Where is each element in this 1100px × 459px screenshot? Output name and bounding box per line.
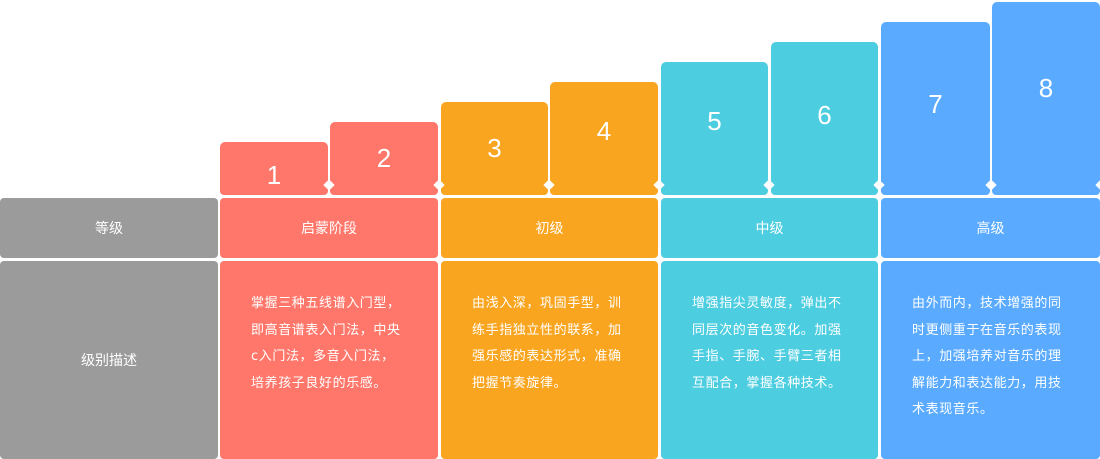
step-number: 3 <box>487 133 502 163</box>
level-label: 等级 <box>0 198 218 258</box>
level-enlightenment: 启蒙阶段 <box>220 198 438 258</box>
desc-line: 由外而内，技术增强的同 <box>912 296 1062 311</box>
desc-advanced: 由外而内，技术增强的同时更侧重于在音乐的表现上，加强培养对音乐的理解能力和表达能… <box>881 261 1100 459</box>
step-number: 5 <box>707 106 722 136</box>
desc-line: 上，加强培养对音乐的理 <box>912 349 1062 364</box>
step-number: 4 <box>596 115 612 146</box>
desc-line: 把握节奏旋律。 <box>472 375 568 391</box>
level-text: 高级 <box>976 221 1005 237</box>
desc-line: 互配合，掌握各种技术。 <box>692 375 842 391</box>
desc-line: 强乐感的表达形式，准确 <box>472 349 622 364</box>
step-5: 5 <box>661 62 768 195</box>
desc-enlightenment: 掌握三种五线谱入门型， 即高音谱表入门法，中央 c入门法，多音入门法， 培养孩子良好的… <box>220 261 438 459</box>
step-number: 8 <box>1038 72 1054 103</box>
level-text: 启蒙阶段 <box>301 221 357 237</box>
step-number: 7 <box>928 88 943 119</box>
step-number: 2 <box>376 143 392 173</box>
desc-line: 解能力和表达能力，用技 <box>912 375 1062 391</box>
step-3: 3 <box>441 102 548 195</box>
level-intermediate: 中级 <box>661 198 878 258</box>
desc-line: c入门法，多音入门法， <box>251 349 395 364</box>
desc-label: 级别描述 <box>0 261 218 459</box>
step-8: 8 <box>992 2 1100 195</box>
level-label-text: 等级 <box>95 221 123 237</box>
desc-line: 练手指独立性的联系，加 <box>472 322 622 338</box>
step-number: 1 <box>266 160 282 190</box>
level-advanced: 高级 <box>881 198 1100 258</box>
level-beginner: 初级 <box>441 198 658 258</box>
step-6: 6 <box>771 42 878 195</box>
desc-intermediate: 增强指尖灵敏度，弹出不同层次的音色变化。加强手指、手腕、手臂三者相互配合，掌握各… <box>661 261 878 459</box>
desc-line: 手指、手腕、手臂三者相 <box>692 349 842 364</box>
step-1: 1 <box>220 142 328 195</box>
level-text: 中级 <box>755 221 784 237</box>
desc-line: 掌握三种五线谱入门型， <box>251 296 401 311</box>
desc-line: 即高音谱表入门法，中央 <box>251 322 401 338</box>
level-text: 初级 <box>535 221 564 237</box>
desc-beginner: 由浅入深，巩固手型，训练手指独立性的联系，加强乐感的表达形式，准确把握节奏旋律。 <box>441 261 658 459</box>
desc-line: 培养孩子良好的乐感。 <box>251 375 388 391</box>
step-number: 6 <box>817 100 832 130</box>
desc-line: 时更侧重于在音乐的表现 <box>912 322 1062 338</box>
desc-label-text: 级别描述 <box>81 353 137 369</box>
step-2: 2 <box>330 122 438 195</box>
desc-line: 同层次的音色变化。加强 <box>692 322 842 338</box>
desc-line: 术表现音乐。 <box>912 402 994 417</box>
step-7: 7 <box>881 22 990 195</box>
desc-line: 增强指尖灵敏度，弹出不 <box>692 296 842 311</box>
step-4: 4 <box>550 82 658 195</box>
desc-line: 由浅入深，巩固手型，训 <box>472 296 622 311</box>
